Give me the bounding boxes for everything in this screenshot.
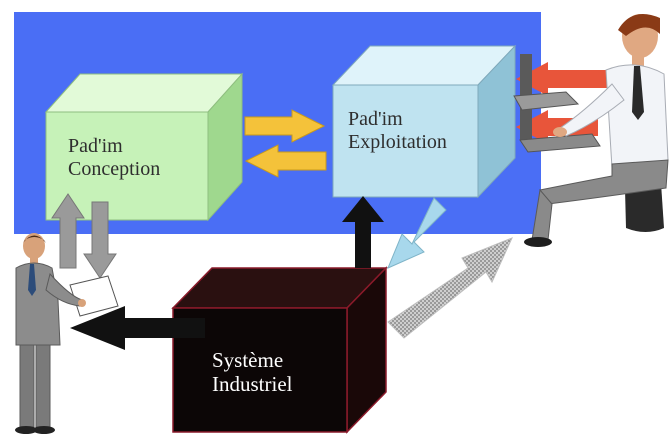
conception-label-line1: Pad'im xyxy=(68,135,123,157)
conception-label: Pad'im Conception xyxy=(68,135,160,181)
arrow-systeme-to-operator xyxy=(70,306,205,350)
arrow-exploitation-to-systeme xyxy=(387,197,447,269)
conception-box xyxy=(44,72,244,222)
systeme-label-line2: Industriel xyxy=(212,372,293,397)
arrow-exploitation-to-conception xyxy=(244,144,327,178)
operator-figure-icon xyxy=(15,233,86,434)
exploitation-box xyxy=(331,44,517,199)
conception-label-line2: Conception xyxy=(68,158,161,180)
exploitation-label: Pad'im Exploitation xyxy=(348,108,447,154)
arrow-conception-to-operator xyxy=(83,201,117,279)
arrow-operator-to-conception xyxy=(51,193,85,269)
exploitation-label-line2: Exploitation xyxy=(348,131,447,153)
systeme-label-line1: Système xyxy=(212,348,284,372)
arrow-systeme-to-engineer xyxy=(387,237,513,339)
exploitation-label-line1: Pad'im xyxy=(348,108,403,130)
engineer-figure-icon xyxy=(513,14,669,247)
document-icon xyxy=(69,275,119,317)
arrow-red-upper xyxy=(516,62,608,96)
systeme-label: Système Industriel xyxy=(212,348,292,396)
arrow-systeme-to-exploitation xyxy=(342,196,384,268)
arrow-conception-to-exploitation xyxy=(244,109,326,143)
